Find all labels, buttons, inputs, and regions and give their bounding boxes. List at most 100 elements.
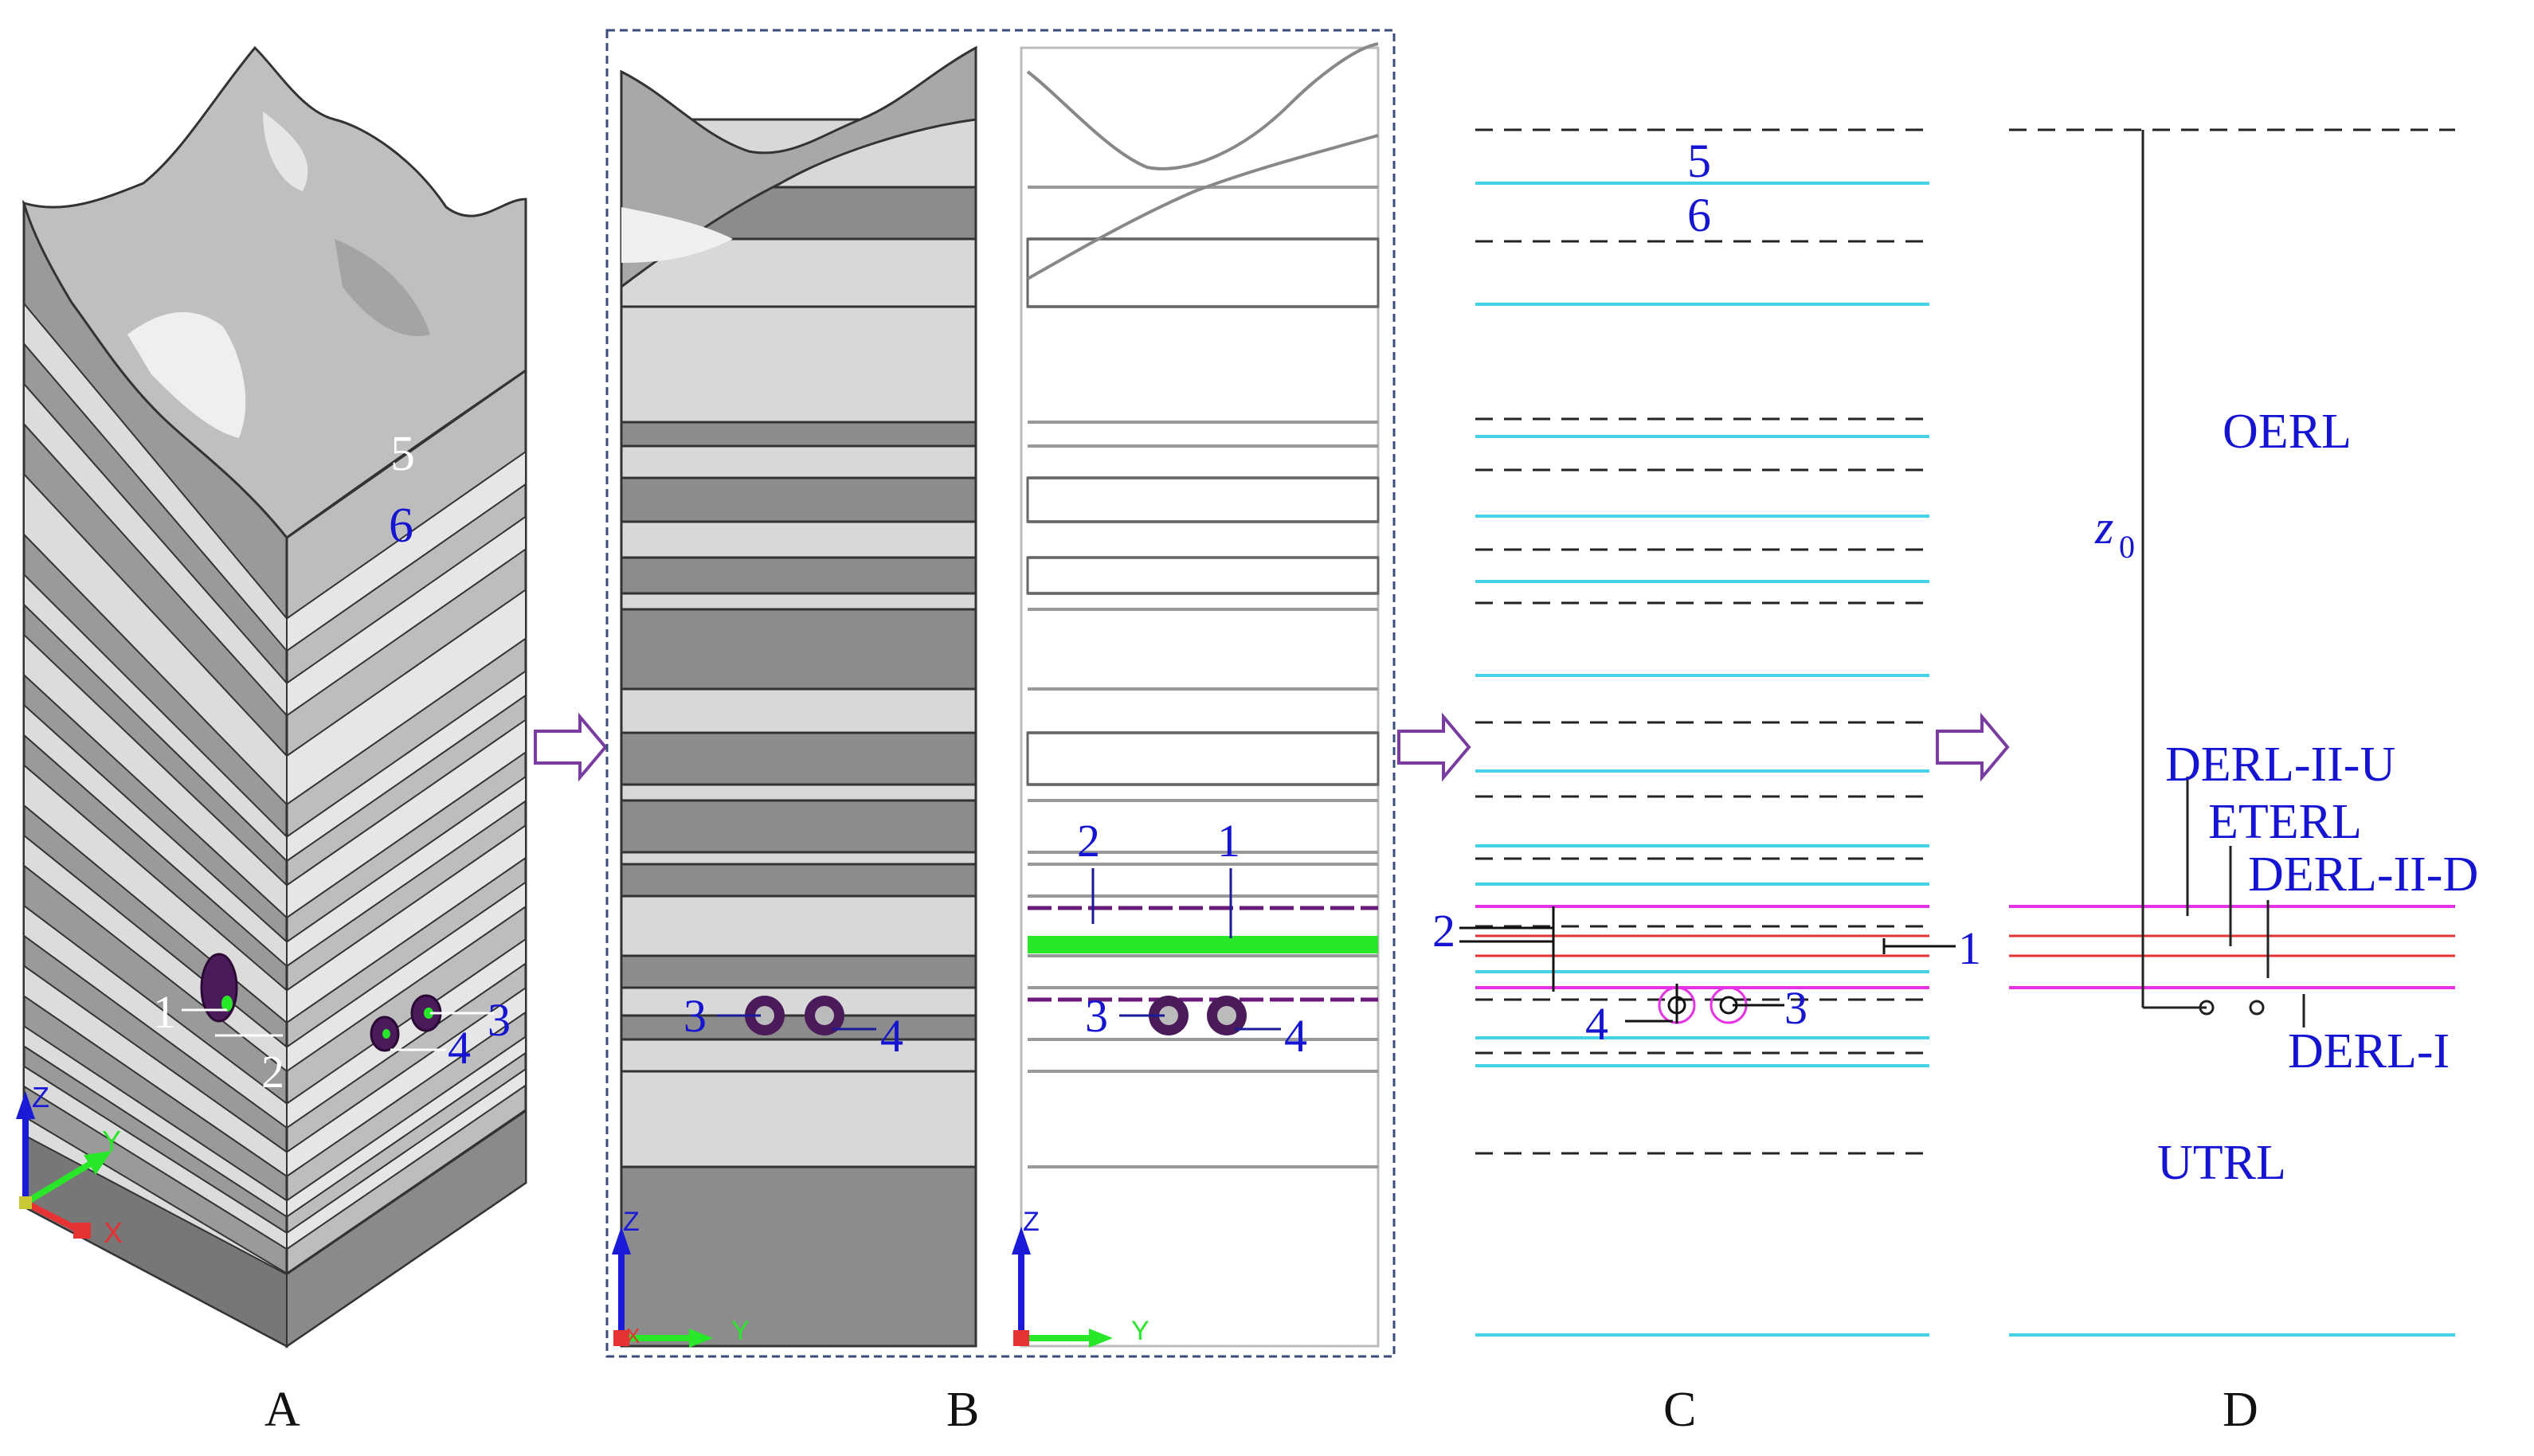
arrow-c-to-d [1936, 712, 2010, 782]
b-left-layer [620, 476, 977, 523]
c-layer-lines [1475, 128, 1929, 1337]
a-right-layer [286, 775, 527, 968]
b-left-layer [620, 1038, 977, 1073]
a-right-layer [286, 937, 527, 1129]
b-left-axes: Z Y X [612, 1207, 750, 1348]
b-right-layer-box [1026, 476, 1380, 523]
b-left-layer [620, 1070, 977, 1168]
b-left-tunnels: 3 4 [683, 990, 903, 1062]
b-left-layer [620, 556, 977, 595]
b-left-layer [620, 783, 977, 802]
label-2: 2 [261, 1046, 284, 1098]
label-5: 5 [390, 427, 415, 481]
arrow-b-to-c [1397, 712, 1471, 782]
d-label-derl-ii-u: DERL-II-U [2165, 738, 2395, 792]
caption-b: B [946, 1383, 979, 1437]
caption-d: D [2223, 1383, 2258, 1437]
a-right-layer [286, 718, 527, 919]
b-right-terrain [1026, 42, 1379, 170]
b-left-axis-y: Y [731, 1316, 750, 1346]
b-left-layer [620, 305, 977, 424]
a-right-layer [286, 669, 527, 863]
b-right-layer-box [1026, 731, 1380, 786]
c-label-5: 5 [1687, 135, 1711, 187]
panel-a: 1 2 3 4 5 6 Z Y X A [16, 45, 527, 1437]
b-left-layer [620, 863, 977, 898]
c-label-6: 6 [1687, 189, 1711, 241]
label-6: 6 [389, 499, 413, 553]
d-label-derl-i: DERL-I [2288, 1024, 2450, 1078]
c-label-2: 2 [1432, 905, 1455, 957]
terrain-shade [335, 239, 430, 336]
b-right-tunnels: 3 4 [1085, 990, 1307, 1062]
b-left-layer [620, 608, 977, 691]
tunnel-1-core [221, 996, 233, 1012]
b-green-band [1028, 936, 1378, 953]
d-label-utrl: UTRL [2157, 1136, 2286, 1190]
panel-b: 3 4 3 4 2 1 Z [605, 29, 1396, 1437]
tunnel-4-core [382, 1029, 390, 1039]
terrain-surface [22, 45, 527, 540]
panel-b-frame [605, 29, 1396, 1358]
panel-d: OERL z 0 DERL-II-U ETERL DERL-II-D DERL-… [2009, 128, 2478, 1437]
a-base-right [286, 1110, 527, 1348]
b-left-layers [620, 118, 977, 1348]
b-left-terrain [620, 45, 977, 289]
tunnel-3-core [424, 1008, 433, 1019]
b-left-layer [620, 731, 977, 786]
b-left-axis-x: X [626, 1324, 640, 1348]
b-left-layer [620, 986, 977, 1017]
b-left-axis-z: Z [623, 1207, 640, 1237]
b-left-layer [620, 894, 977, 957]
axis-z-label: Z [32, 1081, 49, 1114]
axes-triad: Z Y X [16, 1081, 123, 1249]
label-1: 1 [153, 986, 176, 1038]
caption-a: A [264, 1383, 300, 1437]
d-label-z0: z [2094, 501, 2113, 554]
b-left-layer [620, 520, 977, 559]
d-label-derl-ii-d: DERL-II-D [2248, 847, 2478, 902]
b-right-axis-y: Y [1131, 1316, 1150, 1346]
d-label-z0-sub: 0 [2119, 529, 2135, 565]
b-right-layers [1020, 46, 1380, 1348]
a-right-layer [286, 824, 527, 1024]
label-3: 3 [488, 994, 511, 1046]
b-right-label-4: 4 [1284, 1010, 1307, 1062]
terrain-highlight [263, 112, 308, 191]
b-right-layer-box [1026, 556, 1380, 595]
a-right-layer [286, 986, 527, 1178]
b-left-layer [620, 687, 977, 734]
d-label-eterl: ETERL [2208, 795, 2362, 849]
d-label-oerl: OERL [2223, 405, 2352, 459]
b-left-label-3: 3 [683, 990, 707, 1042]
a-right-layer [286, 515, 527, 718]
b-left-layer [620, 444, 977, 479]
arrow-a-to-b [534, 712, 608, 782]
b-left-layer [620, 592, 977, 611]
a-right-layer [286, 880, 527, 1073]
b-right-axis-z: Z [1023, 1207, 1040, 1237]
c-label-1: 1 [1958, 922, 1981, 974]
b-label-1: 1 [1217, 815, 1240, 867]
panel-c: 5 6 2 1 4 3 C [1432, 128, 1981, 1437]
b-left-layer [620, 1165, 977, 1348]
b-label-2: 2 [1077, 815, 1100, 867]
a-right-layer [286, 1067, 527, 1251]
c-label-3: 3 [1784, 982, 1807, 1034]
caption-c: C [1663, 1383, 1696, 1437]
label-4: 4 [448, 1022, 471, 1074]
b-right-frame [1020, 46, 1380, 1348]
right-layers [286, 450, 527, 1348]
b-left-label-4: 4 [880, 1010, 903, 1062]
b-right-label-3: 3 [1085, 990, 1108, 1042]
a-right-layer [286, 450, 527, 653]
c-label-4: 4 [1585, 998, 1608, 1050]
a-right-layer [286, 588, 527, 806]
b-left-layer [620, 954, 977, 989]
b-right-layer-box [1026, 237, 1380, 308]
b-left-terrain-light [621, 207, 733, 263]
b-left-layer [620, 421, 977, 448]
b-left-layer [620, 1014, 977, 1041]
b-left-layer [620, 799, 977, 854]
b-left-layer [620, 851, 977, 866]
